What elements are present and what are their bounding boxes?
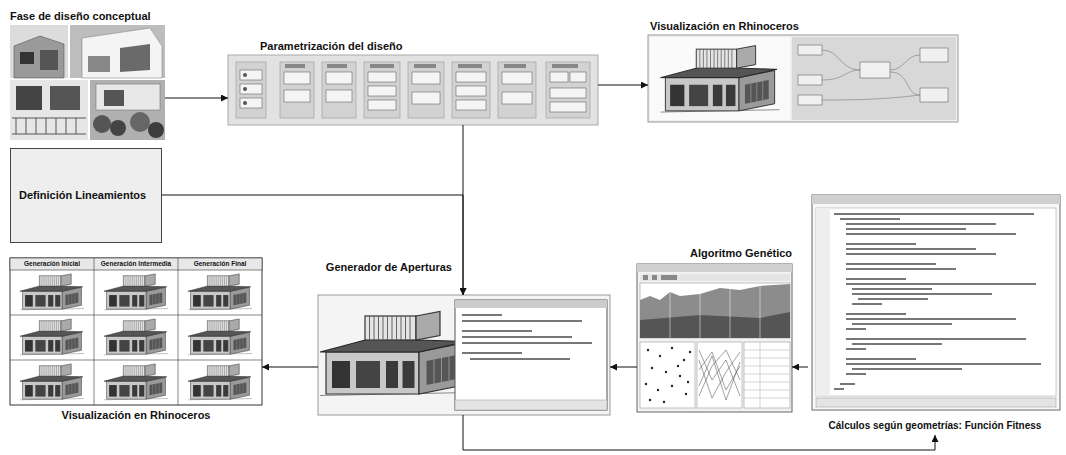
box-label: Definición Lineamientos: [19, 189, 153, 202]
table-header: Generación Final: [178, 259, 262, 269]
screenshot-panel: Parametrización del diseño: [228, 55, 598, 125]
table-header: Generación Intermedia: [94, 259, 178, 269]
render-panel: Visualización en Rhinoceros: [648, 35, 958, 122]
concept-photos: [10, 25, 165, 140]
flow-arrow: [162, 195, 463, 295]
flow-arrow: [598, 85, 648, 86]
flow-arrow: [792, 367, 808, 368]
flow-arrow: [610, 367, 637, 368]
flow-arrow: [262, 367, 318, 368]
screenshot-panel: Algoritmo Genético: [637, 264, 792, 412]
panel-title: Generador de Aperturas: [326, 261, 452, 274]
rhino-render: [648, 35, 958, 122]
results-grid: Visualización en Rhinoceros: [10, 258, 262, 405]
process-box: Definición Lineamientos: [10, 148, 162, 243]
flow-arrow: [165, 98, 228, 99]
screenshot-panel: Generador de Aperturas: [318, 295, 610, 415]
photo-panel: Fase de diseño conceptual: [10, 25, 165, 140]
panel-title: Visualización en Rhinoceros: [10, 409, 262, 422]
panel-title: Visualización en Rhinoceros: [650, 20, 799, 33]
table-header: Generación Inicial: [10, 259, 94, 269]
parameter-screenshot: [228, 55, 598, 125]
panel-title: Algoritmo Genético: [690, 247, 792, 260]
panel-title: Fase de diseño conceptual: [10, 10, 151, 23]
code-panel: Cálculos según geometrías: Función Fitne…: [808, 195, 1062, 435]
panel-title: Parametrización del diseño: [260, 40, 402, 53]
fitness-code-window: [812, 195, 1060, 410]
genetic-algorithm-window: [637, 264, 792, 412]
generation-grid: [10, 258, 262, 405]
panel-title: Cálculos según geometrías: Función Fitne…: [808, 419, 1062, 432]
generator-screenshot: [318, 295, 610, 415]
